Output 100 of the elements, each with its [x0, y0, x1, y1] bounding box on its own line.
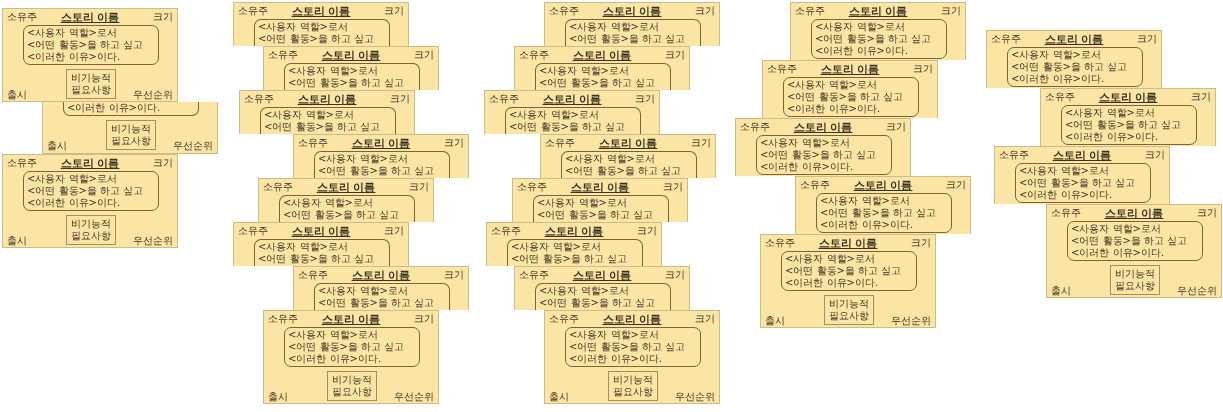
statement-line: <어떤 활동>을 하고 싶고: [258, 32, 375, 45]
story-title: 스토리 이름: [542, 93, 602, 106]
statement-line: <어떤 활동>을 하고 싶고: [27, 38, 144, 51]
story-card: [986, 30, 1162, 88]
owner-label: 소유주: [999, 149, 1029, 161]
statement-line: <이러한 이유>이다.: [787, 102, 881, 115]
story-title: 스토리 이름: [321, 49, 381, 62]
size-label: 크기: [663, 181, 683, 193]
statement-line: <사용자 역할>로서: [760, 136, 850, 149]
priority-label: 우선순위: [394, 391, 434, 403]
statement-line: <이러한 이유>이다.: [1019, 188, 1113, 201]
story-title: 스토리 이름: [60, 11, 120, 24]
owner-label: 소유주: [740, 121, 770, 133]
owner-label: 소유주: [268, 49, 298, 61]
statement-line: <이러한 이유>이다.: [27, 50, 121, 63]
statement-line: <어떤 활동>을 하고 싶고: [509, 120, 626, 133]
statement-line: <사용자 역할>로서: [288, 64, 378, 77]
owner-label: 소유주: [263, 181, 293, 193]
story-card: [293, 266, 469, 310]
statement-line: <어떤 활동>을 하고 싶고: [511, 252, 628, 265]
story-title: 스토리 이름: [316, 181, 376, 194]
statement-line: <사용자 역할>로서: [288, 328, 378, 341]
owner-label: 소유주: [491, 225, 521, 237]
statement-box: [1015, 163, 1151, 203]
statement-line: <사용자 역할>로서: [539, 64, 629, 77]
statement-line: <이러한 이유>이다.: [760, 160, 854, 173]
story-title: 스토리 이름: [351, 137, 411, 150]
owner-label: 소유주: [991, 33, 1021, 45]
story-card: [2, 154, 178, 248]
owner-label: 소유주: [298, 269, 328, 281]
statement-line: <사용자 역할>로서: [258, 20, 348, 33]
statement-box: [63, 102, 199, 116]
story-title: 스토리 이름: [297, 93, 357, 106]
statement-line: <어떤 활동>을 하고 싶고: [1065, 118, 1182, 131]
story-card: [540, 134, 716, 178]
statement-box: [781, 251, 917, 291]
statement-line: <어떤 활동>을 하고 싶고: [569, 32, 686, 45]
owner-label: 소유주: [7, 11, 37, 23]
owner-label: 소유주: [489, 93, 519, 105]
statement-box: [565, 327, 701, 367]
statement-line: <사용자 역할>로서: [565, 152, 655, 165]
owner-label: 소유주: [1051, 207, 1081, 219]
release-label: 출시: [1051, 285, 1071, 297]
story-card: [512, 178, 688, 222]
statement-line: <사용자 역할>로서: [509, 108, 599, 121]
story-title: 스토리 이름: [60, 157, 120, 170]
requirements-box: 비기능적 필요사항: [608, 371, 658, 401]
size-label: 크기: [665, 269, 685, 281]
size-label: 크기: [635, 93, 655, 105]
story-card: [486, 222, 662, 266]
story-title: 스토리 이름: [570, 181, 630, 194]
size-label: 크기: [941, 5, 961, 17]
statement-line: <이러한 이유>이다.: [1011, 72, 1105, 85]
release-label: 출시: [268, 391, 288, 403]
statement-line: <이러한 이유>이다.: [820, 218, 914, 231]
statement-line: <이러한 이유>이다.: [67, 102, 161, 114]
statement-line: <어떤 활동>을 하고 싶고: [318, 164, 435, 177]
story-title: 스토리 이름: [572, 49, 632, 62]
priority-label: 우선순위: [1177, 285, 1217, 297]
statement-line: <어떤 활동>을 하고 싶고: [537, 208, 654, 221]
statement-line: <어떤 활동>을 하고 싶고: [569, 340, 686, 353]
statement-line: <어떤 활동>을 하고 싶고: [27, 184, 144, 197]
statement-line: <이러한 이유>이다.: [1071, 246, 1165, 259]
story-title: 스토리 이름: [598, 137, 658, 150]
size-label: 크기: [637, 225, 657, 237]
priority-label: 우선순위: [133, 235, 173, 247]
story-card: [514, 46, 690, 90]
statement-line: <어떤 활동>을 하고 싶고: [264, 120, 381, 133]
statement-box: [811, 19, 947, 59]
statement-line: <이러한 이유>이다.: [569, 352, 663, 365]
release-label: 출시: [47, 140, 67, 152]
statement-line: <사용자 역할>로서: [264, 108, 354, 121]
size-label: 크기: [1197, 207, 1217, 219]
statement-line: <어떤 활동>을 하고 싶고: [258, 252, 375, 265]
statement-line: <어떤 활동>을 하고 싶고: [760, 148, 877, 161]
size-label: 크기: [444, 269, 464, 281]
size-label: 크기: [691, 137, 711, 149]
size-label: 크기: [409, 181, 429, 193]
owner-label: 소유주: [519, 49, 549, 61]
size-label: 크기: [695, 5, 715, 17]
size-label: 크기: [695, 313, 715, 325]
priority-label: 우선순위: [173, 140, 213, 152]
owner-label: 소유주: [244, 93, 274, 105]
statement-box: [783, 77, 919, 117]
statement-line: <이러한 이유>이다.: [785, 276, 879, 289]
statement-line: <어떤 활동>을 하고 싶고: [1071, 234, 1188, 247]
requirements-box: 비기능적 필요사항: [824, 295, 874, 325]
story-card: [263, 46, 439, 90]
story-card: [795, 176, 971, 234]
size-label: 크기: [886, 121, 906, 133]
story-card: [233, 2, 409, 46]
statement-line: <어떤 활동>을 하고 싶고: [820, 206, 937, 219]
statement-line: <사용자 역할>로서: [1071, 222, 1161, 235]
size-label: 크기: [665, 49, 685, 61]
statement-line: <사용자 역할>로서: [815, 20, 905, 33]
story-card: [760, 234, 936, 328]
story-title: 스토리 이름: [1098, 91, 1158, 104]
owner-label: 소유주: [298, 137, 328, 149]
story-title: 스토리 이름: [602, 313, 662, 326]
statement-line: <사용자 역할>로서: [569, 20, 659, 33]
